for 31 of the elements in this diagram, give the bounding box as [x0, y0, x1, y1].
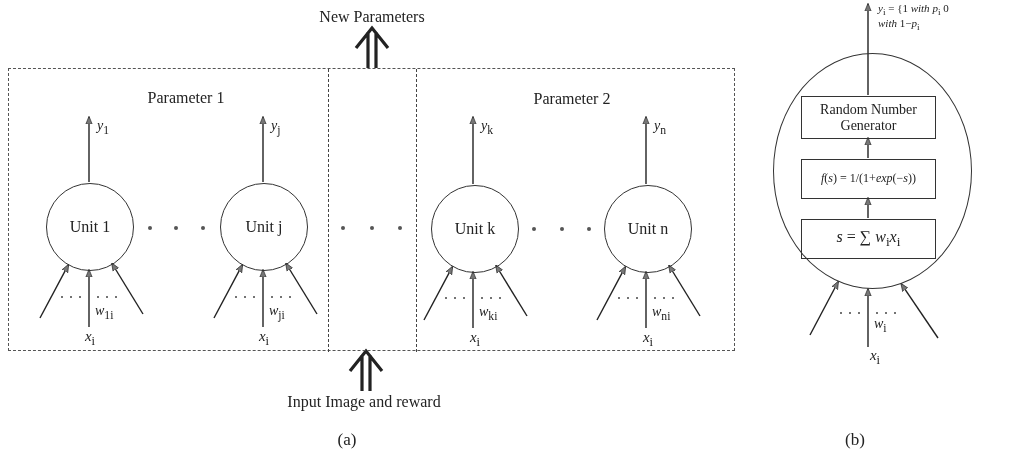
input-variable: x$_{i}$ — [78, 328, 102, 348]
process-box: s = ∑ w$_{i}$x$_{i}$ — [801, 219, 936, 259]
process-box: Random Number Generator — [801, 96, 936, 139]
arrow — [285, 262, 318, 315]
process-box: f(s) = 1/(1+exp(−s)) — [801, 159, 936, 199]
panel-label: (a) — [337, 430, 357, 450]
panel-label: (b) — [845, 430, 865, 450]
arrow — [423, 265, 453, 321]
arrow — [85, 268, 93, 328]
arrow — [348, 348, 384, 393]
arrow — [642, 115, 650, 185]
output-caption: New Parameters — [302, 6, 442, 28]
arrow — [864, 2, 872, 96]
arrow — [809, 280, 839, 336]
arrow — [900, 282, 939, 339]
arrow — [668, 264, 701, 317]
arrow — [495, 264, 528, 317]
arrow — [213, 263, 243, 319]
input-variable: x$_{i}$ — [463, 329, 487, 349]
input-caption: Input Image and reward — [254, 391, 474, 413]
arrow — [354, 25, 390, 70]
arrow — [469, 270, 477, 329]
input-variable: x$_{i}$ — [863, 347, 887, 367]
arrow — [111, 262, 144, 315]
arrow — [39, 263, 69, 319]
input-variable: x$_{i}$ — [252, 328, 276, 348]
region-title: Parameter 2 — [533, 90, 611, 108]
region-title: Parameter 1 — [147, 89, 225, 107]
input-variable: x$_{i}$ — [636, 329, 660, 349]
arrow — [642, 270, 650, 329]
arrow — [596, 265, 627, 321]
